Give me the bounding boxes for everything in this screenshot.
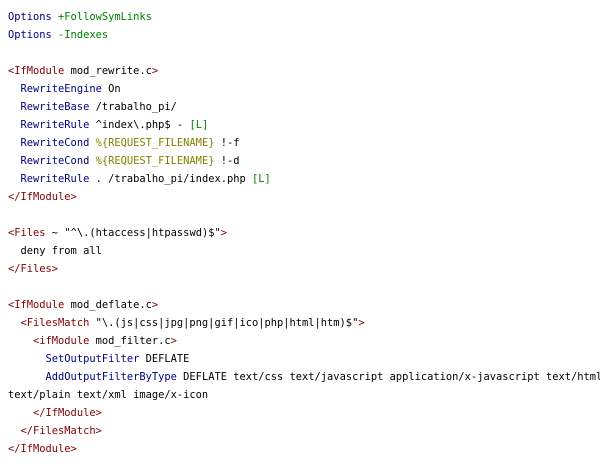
code-token: text/plain text/xml image/x-icon [8, 389, 209, 401]
code-line: Options -Indexes [8, 26, 600, 44]
code-line: Options +FollowSymLinks [8, 8, 600, 26]
code-token: > [358, 317, 365, 329]
code-token: > [151, 65, 159, 77]
code-token: !-f [214, 137, 240, 149]
code-token: RewriteCond [8, 137, 96, 149]
code-line: <FilesMatch "\.(js|css|jpg|png|gif|ico|p… [8, 314, 600, 332]
code-token: /trabalho_pi/ [95, 101, 177, 113]
code-token: Options [8, 11, 59, 23]
code-token: !-d [214, 155, 240, 167]
code-token: DEFLATE [145, 353, 190, 365]
code-token: > [170, 335, 177, 347]
code-token: <Files [8, 227, 46, 239]
code-token: mod_deflate.c [64, 299, 152, 311]
code-token: -Indexes [58, 29, 109, 41]
code-token: %{REQUEST_FILENAME} [95, 137, 215, 149]
code-token: ~ [45, 227, 65, 239]
code-token: "\.(js|css|jpg|png|gif|ico|php|html|htm)… [89, 317, 359, 329]
code-token: deny from all [8, 245, 102, 257]
code-token: <ifModule [8, 335, 90, 347]
code-line: </IfModule> [8, 188, 600, 206]
code-line: RewriteBase /trabalho_pi/ [8, 98, 600, 116]
code-line: <IfModule mod_deflate.c> [8, 296, 600, 314]
code-token: <IfModule [8, 65, 65, 77]
code-token: RewriteBase [8, 101, 96, 113]
code-token: mod_rewrite.c [64, 65, 152, 77]
code-line: </IfModule> [8, 404, 600, 422]
code-token: SetOutputFilter [8, 353, 146, 365]
code-token: DEFLATE text/css text/javascript applica… [183, 371, 600, 383]
code-line: AddOutputFilterByType DEFLATE text/css t… [8, 368, 600, 386]
code-line: </FilesMatch> [8, 422, 600, 440]
code-line: ​ [8, 206, 600, 224]
code-token: Options [8, 29, 59, 41]
code-line: </IfModule> [8, 440, 600, 458]
code-token: %{REQUEST_FILENAME} [95, 155, 215, 167]
code-line: RewriteRule ^index\.php$ - [L] [8, 116, 600, 134]
code-token: +FollowSymLinks [58, 11, 152, 23]
code-token: RewriteEngine [8, 83, 109, 95]
code-token: > [220, 227, 227, 239]
code-line: RewriteEngine On [8, 80, 600, 98]
code-token: [L] [189, 119, 209, 131]
code-line: RewriteCond %{REQUEST_FILENAME} !-d [8, 152, 600, 170]
code-token: <FilesMatch [8, 317, 90, 329]
code-token: <IfModule [8, 299, 65, 311]
code-token: RewriteRule [8, 119, 96, 131]
code-line: </Files> [8, 260, 600, 278]
code-token: "^\.(htaccess|htpasswd)$" [64, 227, 221, 239]
code-line: ​ [8, 278, 600, 296]
code-line: deny from all [8, 242, 600, 260]
code-token: ^index\.php$ - [95, 119, 190, 131]
code-line: RewriteRule . /trabalho_pi/index.php [L] [8, 170, 600, 188]
code-token: </IfModule> [8, 191, 77, 203]
code-line: <ifModule mod_filter.c> [8, 332, 600, 350]
code-token: RewriteCond [8, 155, 96, 167]
code-token: RewriteRule [8, 173, 96, 185]
code-token: </IfModule> [8, 407, 102, 419]
code-token: . /trabalho_pi/index.php [95, 173, 252, 185]
code-token: </IfModule> [8, 443, 77, 455]
code-line: <IfModule mod_rewrite.c> [8, 62, 600, 80]
code-token: [L] [252, 173, 271, 185]
code-line: RewriteCond %{REQUEST_FILENAME} !-f [8, 134, 600, 152]
code-token: mod_filter.c [89, 335, 171, 347]
code-token: </FilesMatch> [8, 425, 102, 437]
code-line: text/plain text/xml image/x-icon [8, 386, 600, 404]
code-token: > [151, 299, 159, 311]
code-token: AddOutputFilterByType [8, 371, 184, 383]
code-token: </Files> [8, 263, 59, 275]
code-token: On [108, 83, 121, 95]
code-line: ​ [8, 44, 600, 62]
code-line: SetOutputFilter DEFLATE [8, 350, 600, 368]
code-line: <Files ~ "^\.(htaccess|htpasswd)$"> [8, 224, 600, 242]
